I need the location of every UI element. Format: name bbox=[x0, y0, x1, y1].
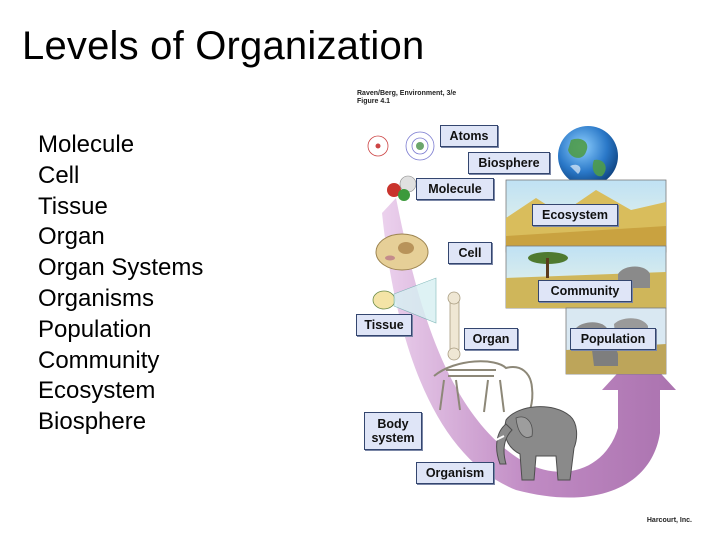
label-biosphere: Biosphere bbox=[468, 152, 550, 174]
list-item: Molecule bbox=[38, 131, 135, 158]
list-item: Cell bbox=[38, 161, 80, 189]
organization-arrow bbox=[382, 198, 676, 498]
citation-figure-number: Figure 4.1 bbox=[357, 98, 391, 105]
list-item: Organ Systems bbox=[38, 254, 204, 282]
levels-list: Molecule Cell Tissue Organ Organ Systems… bbox=[38, 130, 203, 438]
label-tissue: Tissue bbox=[356, 314, 412, 336]
label-community: Community bbox=[538, 280, 632, 302]
label-body-system: Body system bbox=[364, 412, 422, 450]
list-item: Community bbox=[38, 346, 160, 374]
label-molecule: Molecule bbox=[416, 178, 494, 200]
earth-icon bbox=[558, 126, 618, 186]
list-item: Organisms bbox=[38, 284, 155, 312]
label-cell: Cell bbox=[448, 242, 492, 264]
list-item: Population bbox=[38, 315, 152, 343]
cell-icon bbox=[375, 233, 429, 271]
publisher-credit: Harcourt, Inc. bbox=[646, 517, 692, 524]
label-ecosystem: Ecosystem bbox=[532, 204, 618, 226]
levels-figure: Atoms Biosphere Molecule Ecosystem Cell … bbox=[356, 118, 676, 498]
list-item: Organ bbox=[38, 223, 105, 251]
list-item: Tissue bbox=[38, 192, 108, 220]
figure-citation: Raven/Berg, Environment, 3/e Figure 4.1 bbox=[357, 90, 456, 106]
bone-icon bbox=[447, 291, 461, 361]
citation-source: Raven/Berg, Environment, 3/e bbox=[357, 90, 457, 97]
list-item: Ecosystem bbox=[38, 377, 156, 405]
list-item: Biosphere bbox=[38, 408, 147, 436]
tissue-icon bbox=[372, 277, 437, 324]
molecule-icon bbox=[387, 175, 417, 201]
label-organ: Organ bbox=[464, 328, 518, 350]
elephant-icon bbox=[495, 406, 578, 481]
body-system-line2: system bbox=[371, 431, 415, 445]
body-system-line1: Body bbox=[377, 417, 409, 431]
label-atoms: Atoms bbox=[440, 125, 498, 147]
label-organism: Organism bbox=[416, 462, 494, 484]
atom-icon bbox=[367, 131, 435, 161]
slide-title: Levels of Organization bbox=[22, 24, 425, 68]
label-population: Population bbox=[570, 328, 656, 350]
